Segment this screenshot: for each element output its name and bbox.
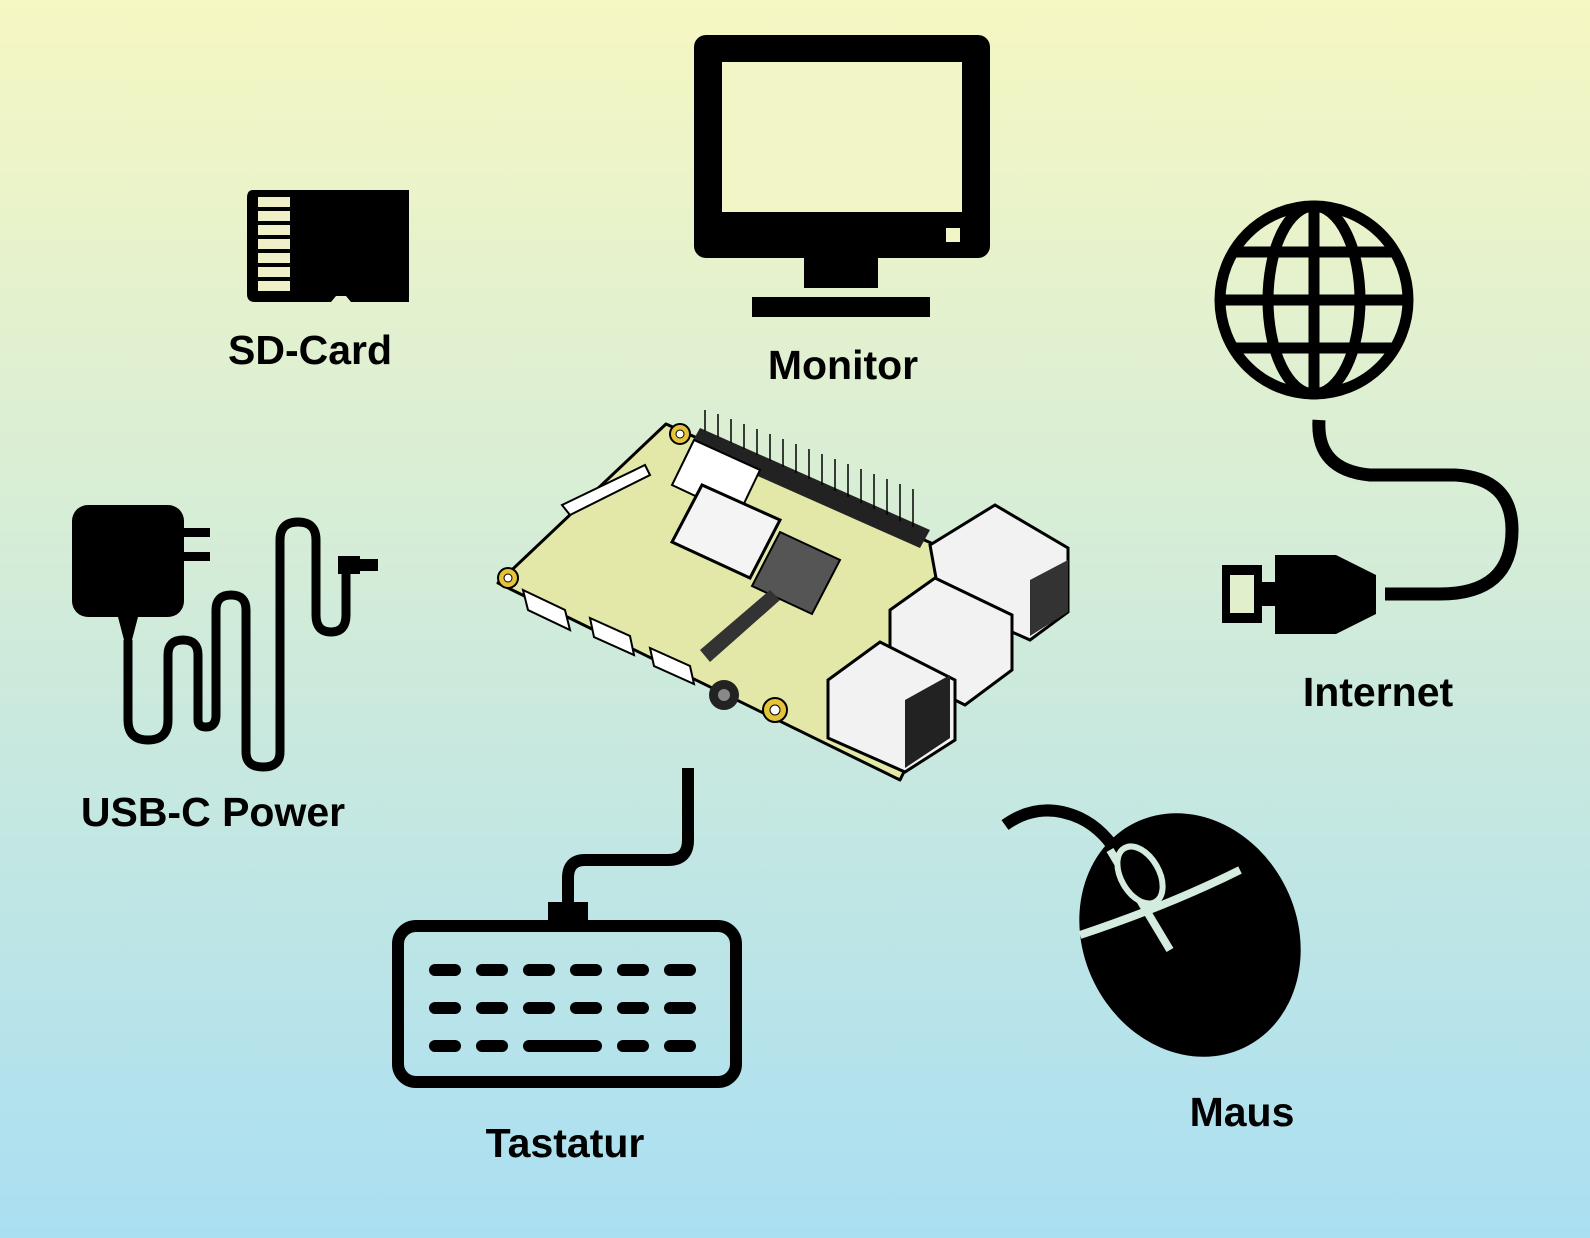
mouse-label: Maus [1189, 1089, 1295, 1135]
mouse-icon [1001, 804, 1301, 1057]
sd-card-label: SD-Card [227, 327, 393, 373]
keyboard-icon [392, 768, 742, 1088]
power-label: USB-C Power [80, 789, 346, 835]
monitor-icon [694, 35, 990, 317]
raspberry-pi-board-icon [496, 410, 1070, 782]
keyboard-label: Tastatur [485, 1120, 645, 1166]
power-adapter-icon [72, 505, 378, 772]
monitor-label: Monitor [767, 342, 919, 388]
internet-label: Internet [1302, 669, 1454, 715]
globe-ethernet-icon [1214, 200, 1519, 634]
sd-card-icon [247, 190, 409, 302]
